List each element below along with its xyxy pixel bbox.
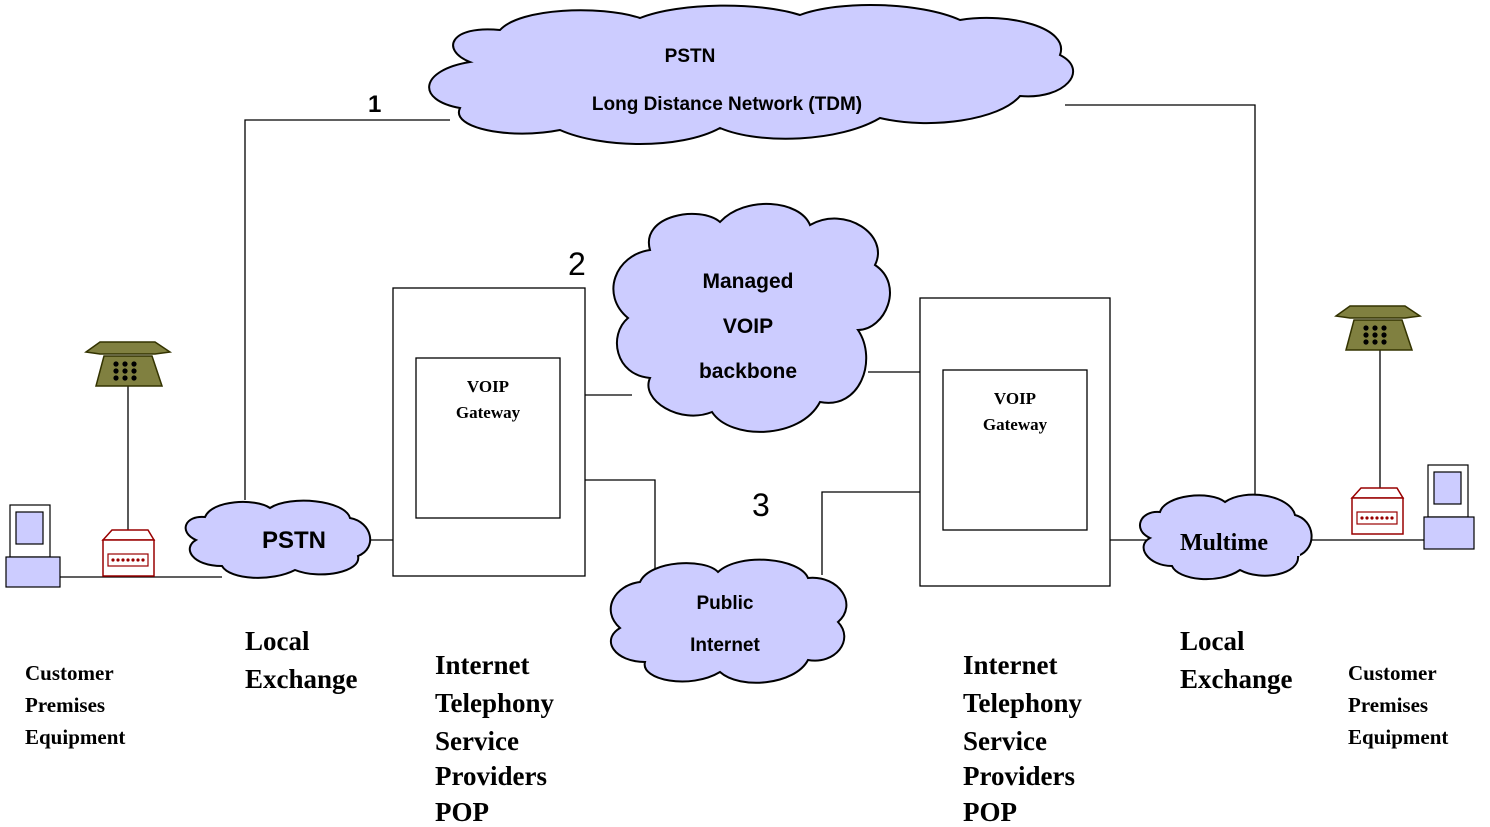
right-exchange-line1: Local	[1180, 626, 1245, 656]
right-cpe-line2: Premises	[1348, 693, 1428, 717]
left-local-exchange-label: Local Exchange	[245, 626, 358, 694]
left-modem-icon	[101, 529, 156, 577]
right-itsp-line4: Providers	[963, 761, 1075, 791]
public-line2: Internet	[690, 635, 760, 656]
left-cpe-line3: Equipment	[25, 725, 125, 749]
path-number-3: 3	[752, 487, 770, 523]
left-itsp-line4: Providers	[435, 761, 547, 791]
left-telephone-icon	[84, 341, 173, 387]
right-multimedia-cloud: Multime	[1138, 493, 1313, 581]
right-exchange-line2: Exchange	[1180, 664, 1293, 694]
connection-lines	[60, 104, 1428, 580]
right-cpe-label: Customer Premises Equipment	[1348, 661, 1448, 749]
pstn-long-distance-cloud: PSTN Long Distance Network (TDM)	[428, 3, 1074, 145]
left-exchange-line1: Local	[245, 626, 310, 656]
right-itsp-line5: POP	[963, 797, 1017, 827]
right-itsp-pop: VOIP Gateway	[919, 297, 1111, 587]
left-gateway-line1: VOIP	[467, 377, 509, 396]
path-1-right-wire	[1065, 104, 1256, 505]
left-itsp-label: Internet Telephony Service Providers POP	[435, 650, 555, 827]
managed-voip-backbone-cloud: Managed VOIP backbone	[612, 202, 891, 433]
path-number-1: 1	[368, 91, 381, 118]
path-number-2: 2	[568, 246, 586, 282]
right-itsp-line3: Service	[963, 726, 1047, 756]
right-gateway-line2: Gateway	[983, 415, 1048, 434]
managed-line1: Managed	[702, 270, 793, 293]
left-pstn-label: PSTN	[262, 527, 326, 554]
right-cpe-line3: Equipment	[1348, 725, 1448, 749]
right-computer-icon	[1423, 464, 1475, 550]
left-itsp-line2: Telephony	[435, 688, 555, 718]
path-1-left-wire	[244, 119, 450, 500]
pstn-ld-title: PSTN	[665, 46, 716, 67]
right-gateway-line1: VOIP	[994, 389, 1036, 408]
left-itsp-pop: VOIP Gateway	[392, 287, 586, 577]
right-itsp-line2: Telephony	[963, 688, 1083, 718]
left-itsp-line1: Internet	[435, 650, 529, 680]
right-itsp-line1: Internet	[963, 650, 1057, 680]
pstn-ld-subtitle: Long Distance Network (TDM)	[592, 94, 862, 115]
multimedia-label-overflow-mask	[1278, 528, 1300, 556]
left-gateway-line2: Gateway	[456, 403, 521, 422]
right-voip-gateway-box	[942, 369, 1088, 531]
left-cpe-label: Customer Premises Equipment	[25, 661, 125, 749]
left-exchange-line2: Exchange	[245, 664, 358, 694]
public-line1: Public	[696, 593, 753, 614]
right-telephone-icon	[1334, 305, 1423, 351]
managed-line2: VOIP	[723, 315, 773, 338]
right-itsp-label: Internet Telephony Service Providers POP	[963, 650, 1083, 827]
right-modem-icon	[1350, 487, 1405, 535]
left-computer-icon	[5, 504, 61, 588]
left-cpe-line1: Customer	[25, 661, 114, 685]
left-itsp-line3: Service	[435, 726, 519, 756]
right-local-exchange-label: Local Exchange	[1180, 626, 1293, 694]
left-itsp-line5: POP	[435, 797, 489, 827]
internet-to-right-gateway-wire	[821, 491, 920, 575]
right-multimedia-label: Multime	[1180, 530, 1268, 556]
managed-line3: backbone	[699, 360, 797, 383]
left-voip-gateway-box	[415, 357, 561, 519]
public-internet-cloud: Public Internet	[609, 558, 848, 684]
left-cpe-line2: Premises	[25, 693, 105, 717]
left-gateway-to-internet-wire	[585, 479, 656, 580]
left-pstn-cloud: PSTN	[184, 499, 372, 579]
right-cpe-line1: Customer	[1348, 661, 1437, 685]
